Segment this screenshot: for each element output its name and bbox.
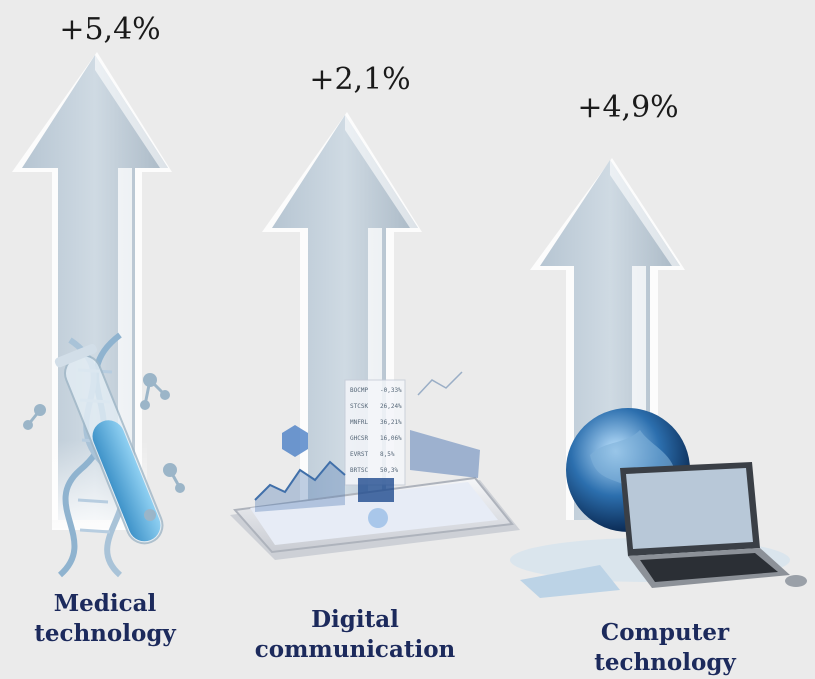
- globe-laptop-icon: [510, 408, 807, 598]
- label-computer: Computer technology: [565, 618, 765, 678]
- label-computer-line2: technology: [594, 649, 736, 676]
- label-computer-line1: Computer: [600, 619, 730, 646]
- table-row: EVRST: [350, 451, 368, 458]
- table-row-value: 26,24%: [380, 403, 402, 410]
- arrow-medical: [12, 52, 172, 530]
- value-computer: +4,9%: [577, 90, 679, 125]
- tablet-hologram-icon: BOCMP -0,33% STCSK 26,24% MNFRL 36,21% G…: [230, 371, 520, 560]
- label-medical-line1: Medical: [53, 590, 157, 617]
- table-row: STCSK: [350, 403, 368, 410]
- table-row-value: 36,21%: [380, 419, 402, 426]
- label-digital: Digital communication: [235, 605, 475, 665]
- table-row-value: 50,3%: [380, 467, 398, 474]
- table-row: GHCSR: [350, 435, 368, 442]
- table-row: MNFRL: [350, 419, 368, 426]
- dna-test-tube-icon: [23, 332, 185, 578]
- label-digital-line1: Digital: [311, 606, 399, 633]
- value-medical: +5,4%: [59, 12, 161, 47]
- label-medical: Medical technology: [15, 589, 195, 649]
- label-digital-line2: communication: [254, 636, 456, 663]
- table-row: BOCMP: [350, 387, 368, 394]
- table-row-value: 16,06%: [380, 435, 402, 442]
- label-medical-line2: technology: [34, 620, 176, 647]
- table-row: BRTSC: [350, 467, 368, 474]
- value-digital: +2,1%: [309, 62, 411, 97]
- table-row-value: -0,33%: [380, 387, 402, 394]
- table-row-value: 8,5%: [380, 451, 395, 458]
